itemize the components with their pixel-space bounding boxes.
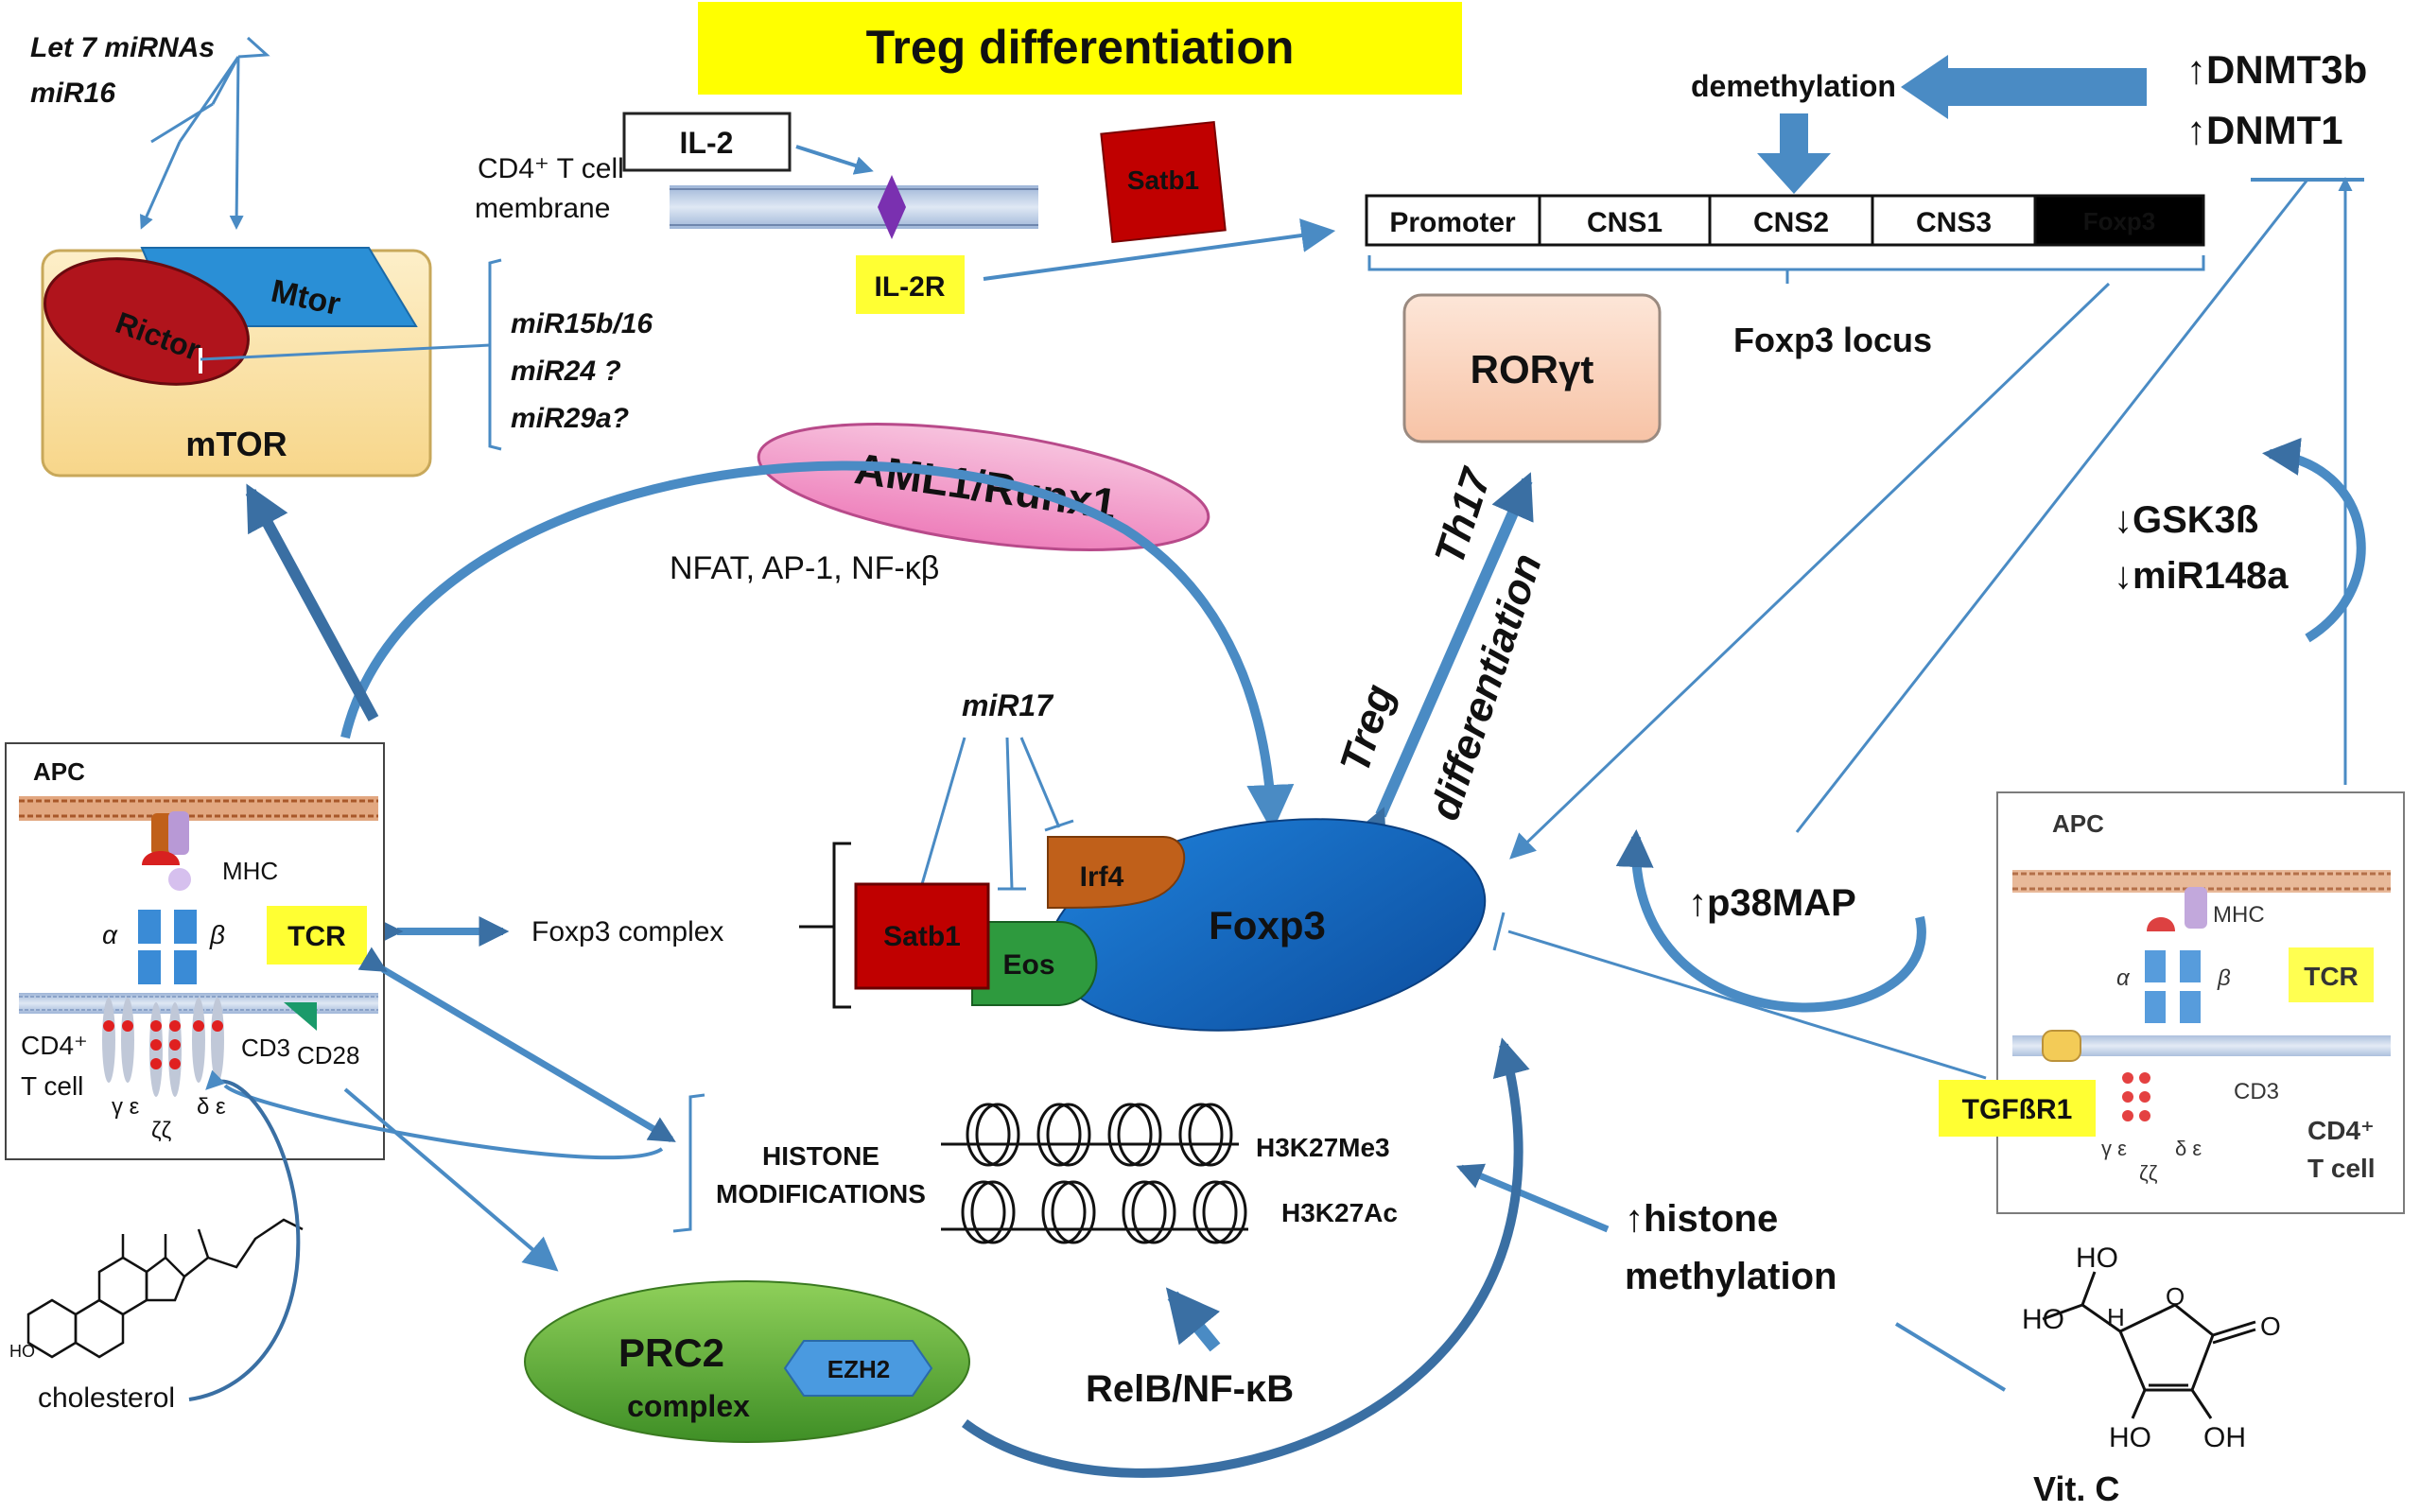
- cholesterol-ho-label: HO: [9, 1342, 35, 1361]
- vitc-o-2: O: [2260, 1312, 2281, 1341]
- prc2-complex-label: complex: [627, 1389, 750, 1423]
- locus-cns1: CNS1: [1587, 207, 1663, 238]
- mir17-label: miR17: [962, 688, 1054, 722]
- prc2-complex: PRC2 complex EZH2: [343, 1037, 1530, 1478]
- il2-receptor-icon: [878, 175, 906, 239]
- alpha-left: α: [102, 920, 118, 949]
- cd4-left-label-1: CD4⁺: [21, 1031, 88, 1060]
- delta-eps-right: δ ε: [2175, 1137, 2202, 1160]
- foxp3-locus: demethylation ↑DNMT3b ↑DNMT1 Promoter CN…: [1365, 47, 2367, 359]
- histone-section: HISTONE MODIFICATIONS H3K27Me3 H3K27Ac ↑…: [223, 947, 1837, 1410]
- vitc-ho-1: HO: [2022, 1304, 2064, 1335]
- th17-treg-differentiation: Th17 differentiation Treg: [1332, 461, 1551, 858]
- histone-label-2: MODIFICATIONS: [716, 1179, 926, 1208]
- title-banner: Treg differentiation: [698, 2, 1462, 95]
- satb1-top-label: Satb1: [1127, 165, 1199, 195]
- let7-label: Let 7 miRNAs: [30, 32, 215, 63]
- h3k27me3-label: H3K27Me3: [1256, 1133, 1390, 1162]
- il2-label: IL-2: [680, 126, 734, 160]
- cd4-right-label-1: CD4⁺: [2307, 1116, 2375, 1145]
- gsk3b-label: ↓GSK3ß: [2114, 499, 2258, 541]
- nfat-label: NFAT, AP-1, NF-κβ: [670, 550, 939, 586]
- vitc-o-1: O: [2166, 1282, 2185, 1311]
- dnmt3b-label: ↑DNMT3b: [2186, 47, 2367, 92]
- locus-foxp3: Foxp3: [2083, 207, 2156, 235]
- locus-cns3: CNS3: [1916, 207, 1992, 238]
- cd3-right-label: CD3: [2234, 1079, 2279, 1104]
- membrane-il2-section: CD4⁺ T cell membrane IL-2 IL-2R Satb1: [475, 112, 1336, 314]
- mir24-label: miR24 ?: [511, 356, 621, 387]
- let7-mirnas: Let 7 miRNAs miR16: [30, 32, 270, 230]
- membrane-label-2: membrane: [475, 193, 610, 224]
- mir148a-label: ↓miR148a: [2114, 555, 2289, 597]
- dnmt1-label: ↑DNMT1: [2186, 108, 2343, 152]
- foxp3-locus-label: Foxp3 locus: [1733, 321, 1932, 359]
- prc2-label: PRC2: [618, 1330, 724, 1375]
- mtor-box-label: mTOR: [185, 425, 287, 463]
- relb-label: RelB/NF-κB: [1086, 1368, 1294, 1410]
- demethylation-label: demethylation: [1691, 69, 1896, 103]
- title: Treg differentiation: [866, 21, 1295, 74]
- histone-methylation-1: ↑histone: [1625, 1198, 1778, 1240]
- treg-label: Treg: [1332, 679, 1403, 778]
- locus-promoter: Promoter: [1389, 207, 1516, 238]
- foxp3-complex-label: Foxp3 complex: [531, 916, 723, 947]
- tcr-right-label: TCR: [2304, 962, 2359, 991]
- mhc-left-label: MHC: [222, 857, 278, 885]
- membrane-icon: [670, 185, 1038, 229]
- vitc-ho-3: HO: [2109, 1422, 2151, 1453]
- foxp3-label: Foxp3: [1209, 903, 1326, 947]
- demethylation-arrow: [1901, 55, 2147, 119]
- histone-label-1: HISTONE: [762, 1141, 879, 1171]
- p38-label: ↑p38MAP: [1688, 882, 1856, 924]
- vitc-label: Vit. C: [2033, 1469, 2119, 1508]
- apc-right-label: APC: [2052, 809, 2104, 838]
- membrane-label-1: CD4⁺ T cell: [478, 153, 624, 184]
- apc-tcr-left: APC MHC α β TCR: [5, 742, 385, 1160]
- mir29a-label: miR29a?: [511, 403, 629, 434]
- gamma-eps-left: γ ε: [112, 1094, 140, 1120]
- rorgt-box: RORγt: [1402, 293, 1662, 443]
- ascorbic-acid-molecule-icon: HO HO H O O HO OH: [2022, 1243, 2281, 1453]
- ezh2-label: EZH2: [827, 1355, 890, 1383]
- cholesterol-label: cholesterol: [38, 1382, 175, 1414]
- beta-right: β: [2217, 965, 2231, 991]
- tgfbr1-label: TGFßR1: [1962, 1094, 2073, 1125]
- satb1-complex-label: Satb1: [883, 921, 961, 952]
- delta-eps-left: δ ε: [197, 1094, 226, 1120]
- mir15b-label: miR15b/16: [511, 308, 653, 339]
- foxp3-complex: miR17 Foxp3 Irf4 Eos Satb1 Foxp3 complex: [373, 688, 1487, 1032]
- il2r-label: IL-2R: [875, 271, 946, 303]
- gamma-eps-right: γ ε: [2101, 1137, 2127, 1160]
- cd3-left-label: CD3: [241, 1034, 290, 1062]
- beta-left: β: [209, 920, 225, 949]
- mir16-label: miR16: [30, 78, 115, 109]
- cd4-left-label-2: T cell: [21, 1071, 83, 1101]
- right-mid-regulators: ↓GSK3ß ↓miR148a ↑p38MAP: [1509, 177, 2366, 1013]
- apc-tcr-right: APC MHC α β TCR CD3 CD4⁺ T cell γ ε ζζ δ…: [1996, 791, 2405, 1214]
- nucleosome-icon: [941, 1103, 1248, 1244]
- tcr-left-label: TCR: [287, 921, 346, 952]
- irf4-label: Irf4: [1080, 861, 1124, 893]
- vitc-ho-2: HO: [2076, 1243, 2118, 1274]
- histone-methylation-2: methylation: [1625, 1256, 1837, 1297]
- cd28-left-label: CD28: [297, 1041, 359, 1069]
- apc-left-label: APC: [33, 757, 85, 786]
- vitc-oh: OH: [2203, 1422, 2246, 1453]
- rorgt-label: RORγt: [1471, 347, 1594, 391]
- mhc-right-label: MHC: [2213, 902, 2265, 928]
- tgfbr1-box: [1939, 1080, 2096, 1137]
- zeta-right: ζζ: [2139, 1161, 2158, 1185]
- cd4-right-label-2: T cell: [2307, 1154, 2376, 1183]
- cholesterol-molecule-icon: [26, 1218, 304, 1359]
- alpha-right: α: [2116, 965, 2131, 991]
- vitc-h: H: [2107, 1303, 2125, 1331]
- mtor-complex-box: Mtor Rictor mTOR miR15b/16 miR24 ? miR29…: [41, 247, 653, 478]
- locus-cns2: CNS2: [1753, 207, 1829, 238]
- eos-label: Eos: [1002, 949, 1054, 981]
- zeta-left: ζζ: [151, 1118, 172, 1143]
- h3k27ac-label: H3K27Ac: [1281, 1198, 1398, 1227]
